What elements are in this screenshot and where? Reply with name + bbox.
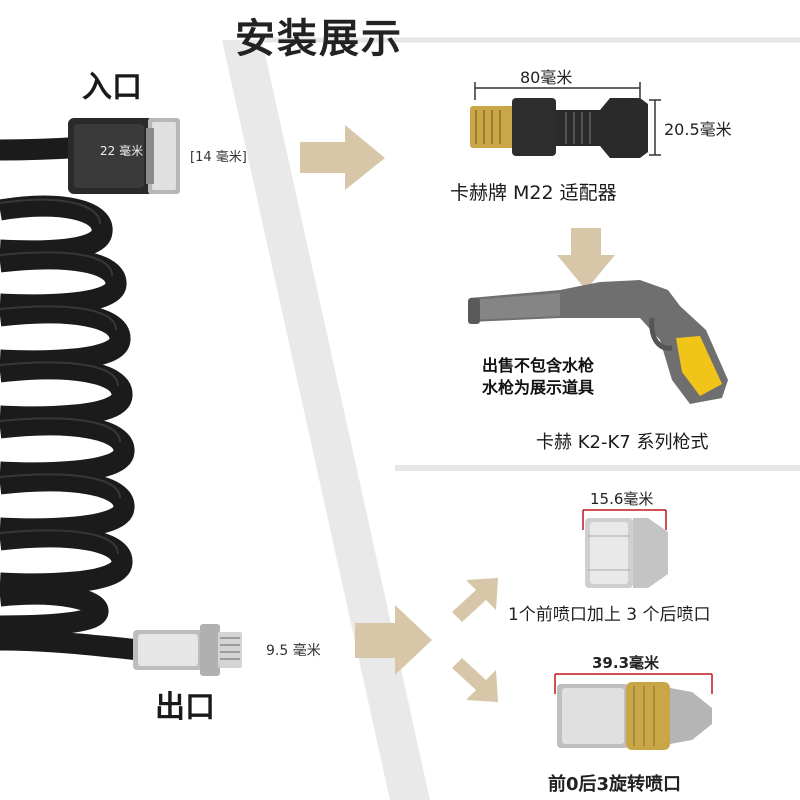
hose-coil xyxy=(0,136,142,661)
arrow-to-adapter-icon xyxy=(300,125,385,190)
spray-gun-image xyxy=(468,280,728,404)
gun-note-line-1: 出售不包含水枪 xyxy=(482,356,595,375)
arrow-up-right-icon xyxy=(452,578,498,622)
gun-caption: 卡赫 K2-K7 系列枪式 xyxy=(536,432,709,453)
diagonal-guide-band xyxy=(222,40,430,800)
outlet-fitting xyxy=(133,624,242,676)
adapter-diameter-label: 20.5毫米 xyxy=(664,120,732,139)
hose-highlights xyxy=(0,198,121,555)
inlet-label: 入口 xyxy=(82,70,142,105)
nozzle-2-caption: 前0后3旋转喷口 xyxy=(548,774,682,795)
gun-note-line-2: 水枪为展示道具 xyxy=(482,378,595,397)
nozzle-2-size-label: 39.3毫米 xyxy=(592,654,660,672)
nozzle-1-image xyxy=(585,518,668,588)
nozzle-2-dimension xyxy=(554,673,713,694)
nozzle-1-caption: 1个前喷口加上 3 个后喷口 xyxy=(508,605,711,625)
arrow-down-icon xyxy=(557,228,615,290)
nozzle-1-size-label: 15.6毫米 xyxy=(590,490,654,508)
outlet-size-label: 9.5 毫米 xyxy=(266,643,321,659)
page-title: 安装展示 xyxy=(235,16,403,62)
inlet-fitting xyxy=(68,118,180,194)
outlet-label: 出口 xyxy=(155,690,215,725)
adapter-length-label: 80毫米 xyxy=(520,68,573,87)
adapter-dimension-lines xyxy=(474,82,661,156)
nozzle-2-image xyxy=(557,682,712,750)
arrow-down-right-icon xyxy=(452,658,498,702)
inlet-inner-label: [14 毫米] xyxy=(190,150,247,165)
arrow-to-outlet-icon xyxy=(355,605,432,675)
nozzle-1-dimension xyxy=(582,509,667,530)
adapter-image xyxy=(470,98,648,158)
inlet-thread-label: 22 毫米 xyxy=(100,144,144,158)
adapter-name: 卡赫牌 M22 适配器 xyxy=(450,182,617,204)
